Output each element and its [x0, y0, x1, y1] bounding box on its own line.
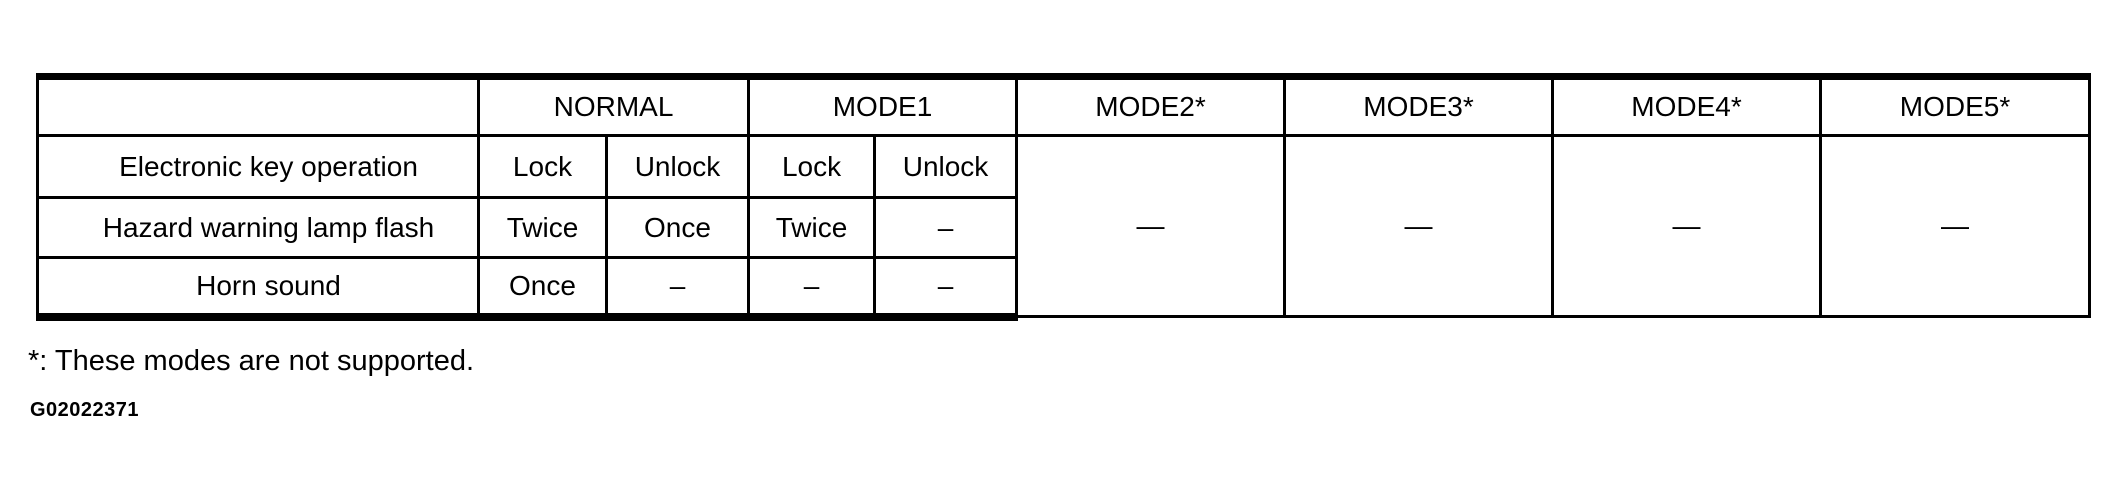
cell-normal-unlock: Once — [604, 196, 751, 259]
cell-normal-lock: Twice — [477, 196, 608, 259]
cell-mode4-unsupported: — — [1551, 134, 1823, 318]
row-label-horn-sound: Horn sound — [36, 256, 480, 321]
row-label-electronic-key: Electronic key operation — [36, 134, 480, 199]
unsupported-modes-footnote: *: These modes are not supported. — [28, 345, 475, 377]
header-mode3: MODE3* — [1283, 73, 1555, 137]
table-row: Hazard warning lamp flash Twice Once Twi… — [36, 196, 2090, 259]
cell-normal-lock: Once — [477, 256, 608, 321]
cell-mode3-unsupported: — — [1283, 134, 1555, 318]
cell-mode5-unsupported: — — [1819, 134, 2092, 318]
cell-mode2-unsupported: — — [1015, 134, 1287, 318]
cell-normal-lock: Lock — [477, 134, 608, 199]
header-mode5: MODE5* — [1819, 73, 2092, 137]
cell-normal-unlock: – — [604, 256, 751, 321]
table-header-row: NORMAL MODE1 MODE2* MODE3* MODE4* MODE5* — [36, 73, 2092, 137]
header-mode4: MODE4* — [1551, 73, 1823, 137]
cell-mode1-lock: Lock — [747, 134, 877, 199]
cell-mode1-lock: Twice — [747, 196, 877, 259]
cell-mode1-unlock: – — [873, 196, 1019, 259]
cell-mode1-unlock: – — [873, 256, 1019, 321]
header-mode1: MODE1 — [747, 73, 1019, 137]
table-row: Electronic key operation Lock Unlock Loc… — [36, 134, 2092, 318]
figure-id: G02022371 — [30, 399, 140, 421]
row-label-hazard-lamp: Hazard warning lamp flash — [36, 196, 480, 259]
header-normal: NORMAL — [476, 73, 751, 137]
cell-mode1-unlock: Unlock — [873, 134, 1019, 199]
header-mode2: MODE2* — [1015, 73, 1287, 137]
cell-mode1-lock: – — [747, 256, 877, 321]
modes-table-wrapper: NORMAL MODE1 MODE2* MODE3* MODE4* MODE5*… — [36, 73, 2092, 321]
key-operation-modes-table: NORMAL MODE1 MODE2* MODE3* MODE4* MODE5*… — [36, 73, 2092, 321]
table-row: Horn sound Once – – – — [36, 256, 2090, 321]
corner-cell — [36, 73, 480, 137]
cell-normal-unlock: Unlock — [604, 134, 751, 199]
